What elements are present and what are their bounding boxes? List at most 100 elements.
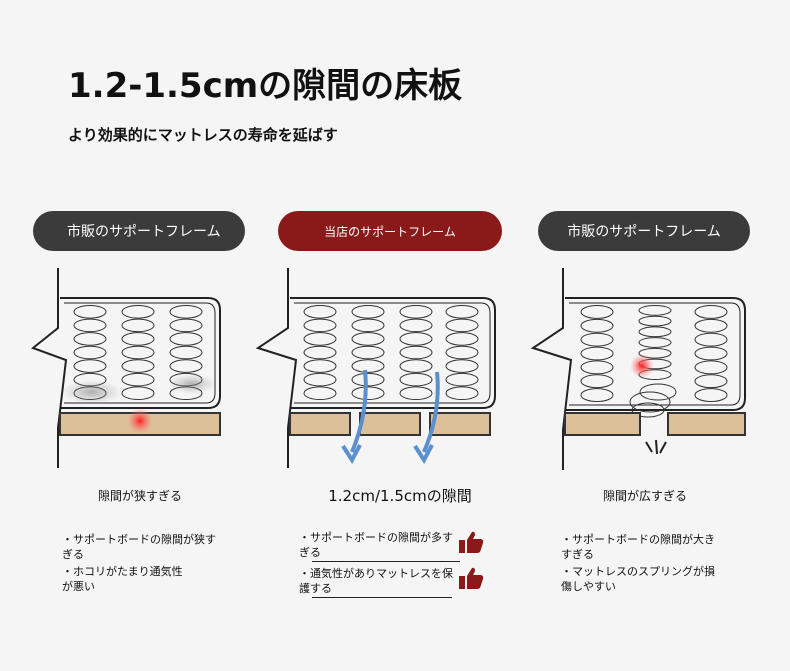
- panel-1-spring-coil: [121, 386, 155, 401]
- panel-2-spring-coil: [399, 386, 433, 401]
- panel-2-spring-coil: [351, 372, 385, 387]
- panel-1-spring-coil: [121, 318, 155, 333]
- panel-3-spring-coil: [694, 360, 728, 375]
- panel-3-spring-coil: [580, 305, 614, 319]
- panel-1-hotspot: [127, 408, 153, 434]
- panel-2-spring-coil: [351, 386, 385, 401]
- panel-1-spring-coil: [121, 305, 155, 319]
- panel-2-caption: 1.2cm/1.5cmの隙間: [328, 487, 472, 505]
- panel-1-spring-coil: [73, 359, 107, 373]
- panel-3-stress-lines: [645, 439, 667, 455]
- panel-2-spring-coil: [351, 305, 385, 319]
- panel-2-spring-coil: [399, 359, 433, 373]
- panel-3-spring-coil: [638, 326, 672, 338]
- panel-3-spring-coil: [580, 360, 614, 375]
- panel-3-spring-coil: [638, 305, 672, 316]
- panel-2-spring-coil: [445, 318, 479, 333]
- panel-2-spring-coil: [445, 345, 479, 360]
- panel-1-mattress-cut: [30, 268, 68, 468]
- panel-2-mattress-outline: [290, 297, 496, 409]
- panel-1-spring-coil: [121, 345, 155, 360]
- panel-2-spring-coil: [399, 332, 433, 346]
- panel-3-sagging-coil: [629, 391, 671, 413]
- panel-3-caption: 隙間が広すぎる: [602, 489, 687, 503]
- panel-1-spring-coil: [121, 359, 155, 373]
- panel-3-spring-coil: [694, 346, 728, 361]
- panel-2-spring-coil: [303, 386, 337, 401]
- panel-3-spring-coil: [580, 388, 614, 403]
- panel-2-spring-coil: [445, 332, 479, 346]
- panel-2-spring-coil: [399, 372, 433, 387]
- panel-1-label: 市販のサポートフレーム: [33, 211, 245, 251]
- panel-2-spring-coil: [303, 318, 337, 333]
- panel-1-spring-coil: [73, 305, 107, 319]
- panel-3-spring-coil: [694, 305, 728, 319]
- panel-3-spring-coil: [638, 347, 672, 359]
- panel-1-mattress-inner: [64, 302, 216, 404]
- panel-1-spring-coil: [169, 345, 203, 360]
- panel-2-airflow-1-head: [341, 444, 362, 464]
- panel-1-spring-coil: [169, 305, 203, 319]
- panel-1-spring-coil: [73, 318, 107, 333]
- panel-2-airflow-1-shaft: [350, 369, 368, 453]
- panel-1-spring-coil: [73, 345, 107, 360]
- panel-3-spring-coil: [694, 388, 728, 403]
- panel-1-spring-coil: [73, 332, 107, 346]
- panel-3-spring-coil: [638, 337, 672, 348]
- panel-3-spring-coil: [694, 332, 728, 347]
- panel-2-spring-coil: [445, 359, 479, 373]
- panel-3-mattress-cut: [530, 268, 573, 470]
- panel-3-sagging-coil: [639, 383, 677, 401]
- panel-2-spring-coil: [399, 345, 433, 360]
- panel-2-spring-coil: [399, 318, 433, 333]
- panel-3-point-2: ・マットレスのスプリングが損傷しやすい: [561, 565, 715, 593]
- thumbs-up-icon: [459, 567, 484, 589]
- panel-2-point-2: ・通気性がありマットレスを保護する: [299, 567, 453, 595]
- panel-2-spring-coil: [445, 305, 479, 319]
- panel-2-point-1: ・サポートボードの隙間が多すぎる: [299, 531, 453, 559]
- panel-1-caption: 隙間が狭すぎる: [97, 489, 182, 503]
- panel-2-spring-coil: [445, 372, 479, 387]
- panel-2-airflow-2-shaft: [422, 371, 440, 453]
- panel-2-spring-coil: [303, 372, 337, 387]
- panel-2-board-1: [289, 412, 351, 436]
- panel-2-spring-coil: [351, 318, 385, 333]
- panel-2-spring-coil: [351, 332, 385, 346]
- panel-3-mattress-outline: [565, 297, 746, 411]
- panel-2-spring-coil: [303, 359, 337, 373]
- panel-2-board-3: [429, 412, 491, 436]
- panel-2-spring-coil: [445, 386, 479, 401]
- panel-2-divider-2: [312, 597, 452, 598]
- panel-1-spring-coil: [121, 372, 155, 387]
- panel-3-spring-coil: [580, 374, 614, 389]
- panel-1-point-1: ・サポートボードの隙間が狭すぎる: [62, 533, 216, 561]
- panel-3-label: 市販のサポートフレーム: [538, 211, 750, 251]
- panel-2-board-2: [359, 412, 421, 436]
- panel-2-spring-coil: [351, 359, 385, 373]
- panel-1-mattress-outline: [60, 297, 221, 409]
- panel-2-divider: [312, 561, 460, 562]
- panel-3-spring-coil: [580, 318, 614, 333]
- page-title: 1.2-1.5cmの隙間の床板: [68, 66, 463, 106]
- panel-1-spring-coil: [121, 332, 155, 346]
- panel-3-spring-coil: [694, 374, 728, 389]
- panel-3-spring-coil: [638, 315, 672, 327]
- panel-3-board-2: [667, 412, 746, 436]
- panel-3-spring-coil: [580, 346, 614, 361]
- panel-3-board-1: [564, 412, 641, 436]
- panel-2-mattress-inner: [294, 302, 491, 404]
- panel-2-spring-coil: [303, 305, 337, 319]
- panel-3-hotspot: [630, 354, 654, 378]
- panel-1-point-2: ・ホコリがたまり通気性が悪い: [62, 565, 183, 593]
- panel-3-point-1: ・サポートボードの隙間が大きすぎる: [561, 533, 715, 561]
- page-subtitle: より効果的にマットレスの寿命を延ばす: [68, 126, 338, 144]
- thumbs-up-icon: [459, 531, 484, 553]
- panel-3-sagging-coil: [631, 402, 665, 418]
- panel-2-mattress-cut: [255, 268, 298, 468]
- panel-1-spring-coil: [169, 332, 203, 346]
- panel-2-label: 当店のサポートフレーム: [278, 211, 502, 251]
- panel-2-spring-coil: [351, 345, 385, 360]
- panel-3-spring-coil: [694, 318, 728, 333]
- panel-1-spring-coil: [169, 359, 203, 373]
